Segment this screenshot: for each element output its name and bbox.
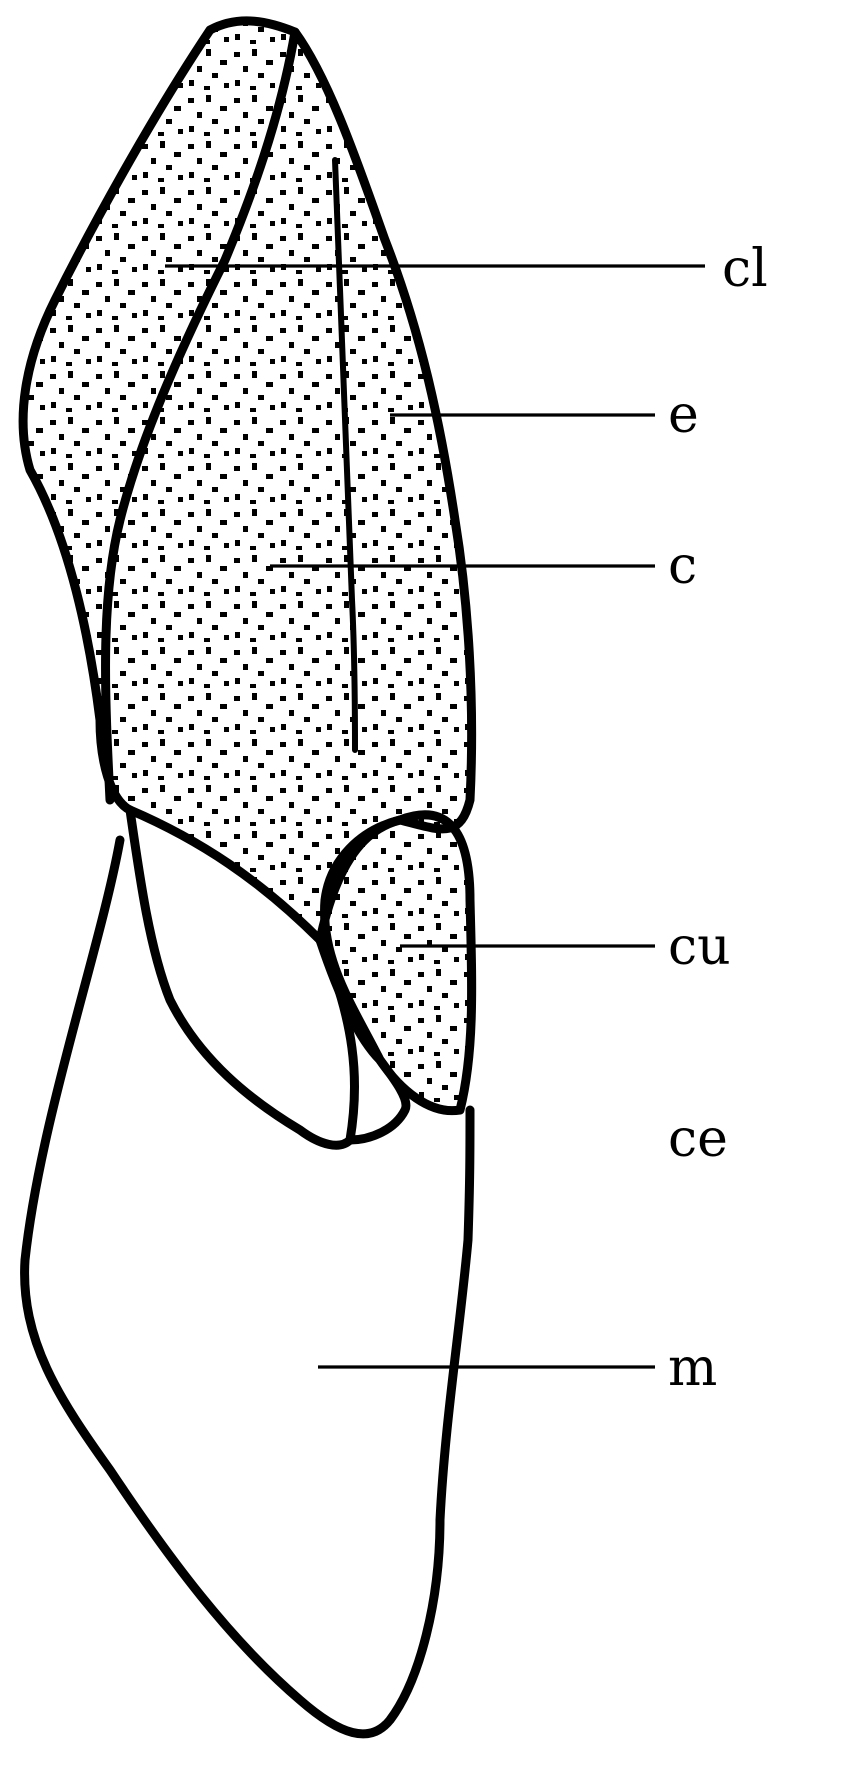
label-ce: ce: [668, 1109, 728, 1169]
label-m: m: [668, 1338, 717, 1398]
cusp-lobe-stippled: [325, 815, 472, 1111]
label-cu: cu: [668, 917, 731, 977]
label-e: e: [668, 385, 699, 445]
label-cl: cl: [722, 239, 768, 299]
label-c: c: [668, 536, 697, 596]
upper-body-stippled: [23, 21, 472, 940]
